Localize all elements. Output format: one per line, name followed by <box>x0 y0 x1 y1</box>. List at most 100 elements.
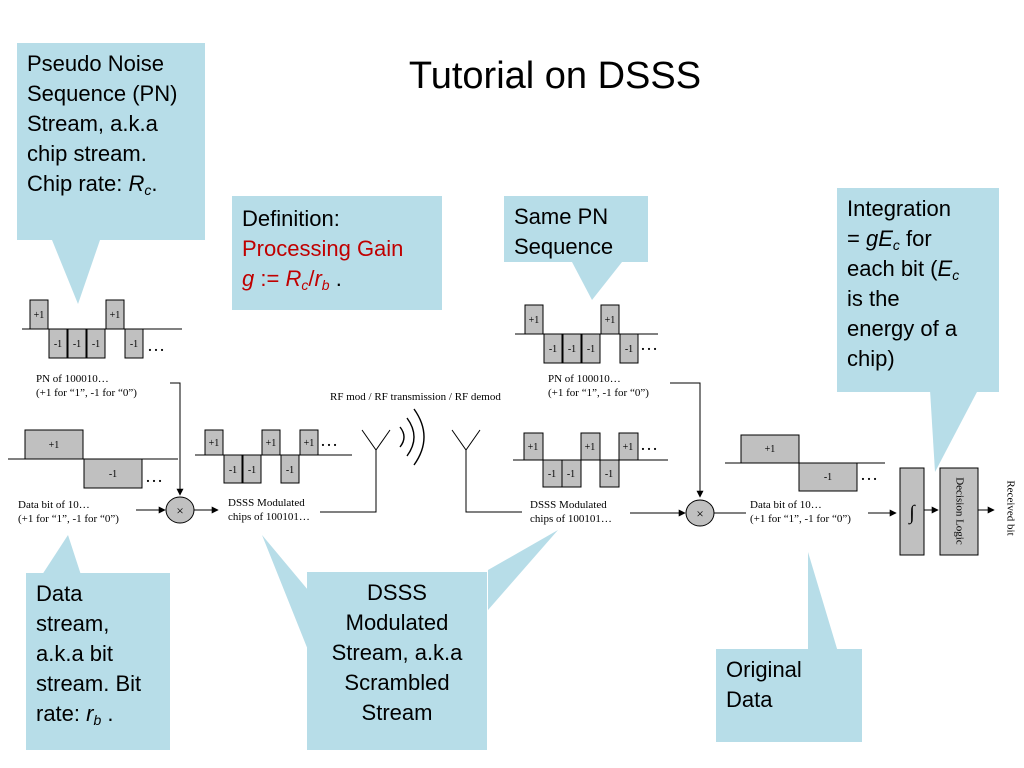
chip-label: +1 <box>605 315 616 326</box>
callout-line: Same PN <box>514 204 609 229</box>
ellipsis: … <box>147 335 165 355</box>
callout-line: Stream, a.k.a <box>27 111 158 136</box>
chip-label: -1 <box>605 469 613 480</box>
dsss-callout-tail-right <box>488 530 558 610</box>
pn-callout: Pseudo Noise Sequence (PN) Stream, a.k.a… <box>17 43 205 240</box>
callout-line: rate: rb . <box>36 701 114 728</box>
chip-label: -1 <box>248 465 256 476</box>
dsss-callout-tail-left <box>262 535 308 650</box>
definition-callout: Definition: Processing Gain g := Rc/rb . <box>232 196 442 310</box>
ellipsis: … <box>145 466 163 486</box>
chip-label: +1 <box>209 438 220 449</box>
callout-line: Chip rate: Rc. <box>27 171 158 198</box>
data-waveform-right: +1 -1 … <box>725 434 885 492</box>
dsss-waveform-left: +1 -1 -1 +1 -1 +1 … <box>195 429 352 484</box>
callout-tails <box>40 240 978 672</box>
callout-line: Data <box>36 581 83 606</box>
chip-label: -1 <box>568 344 576 355</box>
data-caption-line2: (+1 for “1”, -1 for “0”) <box>18 513 119 525</box>
dsss-stream-callout: DSSS Modulated Stream, a.k.a Scrambled S… <box>307 572 487 750</box>
chip-label: -1 <box>92 339 100 350</box>
chip-label: +1 <box>266 438 277 449</box>
bit-label: +1 <box>49 440 60 451</box>
chip-label: +1 <box>623 442 634 453</box>
chip-label: -1 <box>130 339 138 350</box>
callout-line: a.k.a bit <box>36 641 114 666</box>
callout-line: Scrambled <box>344 670 450 695</box>
processing-gain-label: Processing Gain <box>242 236 404 261</box>
decision-logic-label: Decision Logic <box>953 477 965 545</box>
chip-label: +1 <box>585 442 596 453</box>
callout-line: Sequence (PN) <box>27 81 178 106</box>
callout-line: Stream, a.k.a <box>331 640 463 665</box>
multiply-symbol: × <box>696 506 703 521</box>
pn-callout-tail <box>52 240 100 304</box>
callout-line: stream, <box>36 611 110 636</box>
integral-symbol: ∫ <box>907 502 916 525</box>
page-title: Tutorial on DSSS <box>408 55 702 97</box>
same-pn-callout-tail <box>572 262 622 300</box>
decision-logic-block: Decision Logic Received bit <box>939 467 1016 556</box>
original-callout-tail <box>808 552 844 672</box>
integrator-block: ∫ <box>868 467 939 556</box>
pn-right-caption-line1: PN of 100010… <box>548 373 621 385</box>
callout-line: = gEc for <box>847 226 932 253</box>
callout-line: chip stream. <box>27 141 147 166</box>
callout-line: energy of a <box>847 316 958 341</box>
dsss-caption-right-line2: chips of 100101… <box>530 513 612 525</box>
data-callout-tail <box>40 535 82 578</box>
callout-line: chip) <box>847 346 895 371</box>
bit-label: +1 <box>765 444 776 455</box>
dsss-waveform-right: +1 -1 -1 +1 -1 +1 … <box>513 432 668 488</box>
data-waveform-left: +1 -1 … <box>8 429 178 489</box>
dsss-caption-left-line2: chips of 100101… <box>228 511 310 523</box>
chip-label: -1 <box>625 344 633 355</box>
rf-channel: RF mod / RF transmission / RF demod <box>320 391 522 513</box>
pn-waveform-right: +1 -1 -1 -1 +1 -1 … <box>515 304 658 364</box>
data-stream-callout: Data stream, a.k.a bit stream. Bit rate:… <box>26 573 170 750</box>
original-data-callout: Original Data <box>716 649 862 742</box>
multiply-symbol: × <box>176 503 183 518</box>
ellipsis: … <box>860 464 878 484</box>
data-right-caption-line2: (+1 for “1”, -1 for “0”) <box>750 513 851 525</box>
callout-line: Sequence <box>514 234 614 259</box>
chip-label: +1 <box>34 310 45 321</box>
dsss-caption-right-line1: DSSS Modulated <box>530 499 607 511</box>
chip-label: +1 <box>110 310 121 321</box>
callout-line: stream. Bit <box>36 671 142 696</box>
callout-line: Pseudo Noise <box>27 51 164 76</box>
callout-line: Definition: <box>242 206 340 231</box>
callout-line: DSSS <box>367 580 427 605</box>
processing-gain-formula: g := Rc/rb . <box>242 266 342 293</box>
callout-line: each bit (Ec <box>847 256 960 283</box>
pn-caption-line2: (+1 for “1”, -1 for “0”) <box>36 387 137 399</box>
callout-line: Original <box>726 657 802 682</box>
callout-line: Stream <box>361 700 433 725</box>
ellipsis: … <box>640 434 658 454</box>
dsss-caption-left-line1: DSSS Modulated <box>228 497 305 509</box>
chip-label: -1 <box>73 339 81 350</box>
integration-callout: Integration = gEc for each bit (Ec is th… <box>837 188 999 392</box>
data-right-caption-line1: Data bit of 10… <box>750 499 822 511</box>
ellipsis: … <box>320 430 338 450</box>
callout-line: is the <box>847 286 900 311</box>
chip-label: -1 <box>548 469 556 480</box>
rf-label: RF mod / RF transmission / RF demod <box>330 391 501 403</box>
same-pn-callout: Same PN Sequence <box>504 196 648 262</box>
chip-label: +1 <box>529 315 540 326</box>
chip-label: -1 <box>549 344 557 355</box>
chip-label: +1 <box>528 442 539 453</box>
chip-label: -1 <box>54 339 62 350</box>
chip-label: +1 <box>304 438 315 449</box>
pn-caption-line1: PN of 100010… <box>36 373 109 385</box>
data-caption-line1: Data bit of 10… <box>18 499 90 511</box>
callout-line: Modulated <box>345 610 449 635</box>
callout-line: Integration <box>847 196 951 221</box>
pn-right-caption-line2: (+1 for “1”, -1 for “0”) <box>548 387 649 399</box>
bit-label: -1 <box>109 469 117 480</box>
chip-label: -1 <box>286 465 294 476</box>
ellipsis: … <box>640 334 658 354</box>
chip-label: -1 <box>567 469 575 480</box>
bit-label: -1 <box>824 472 832 483</box>
